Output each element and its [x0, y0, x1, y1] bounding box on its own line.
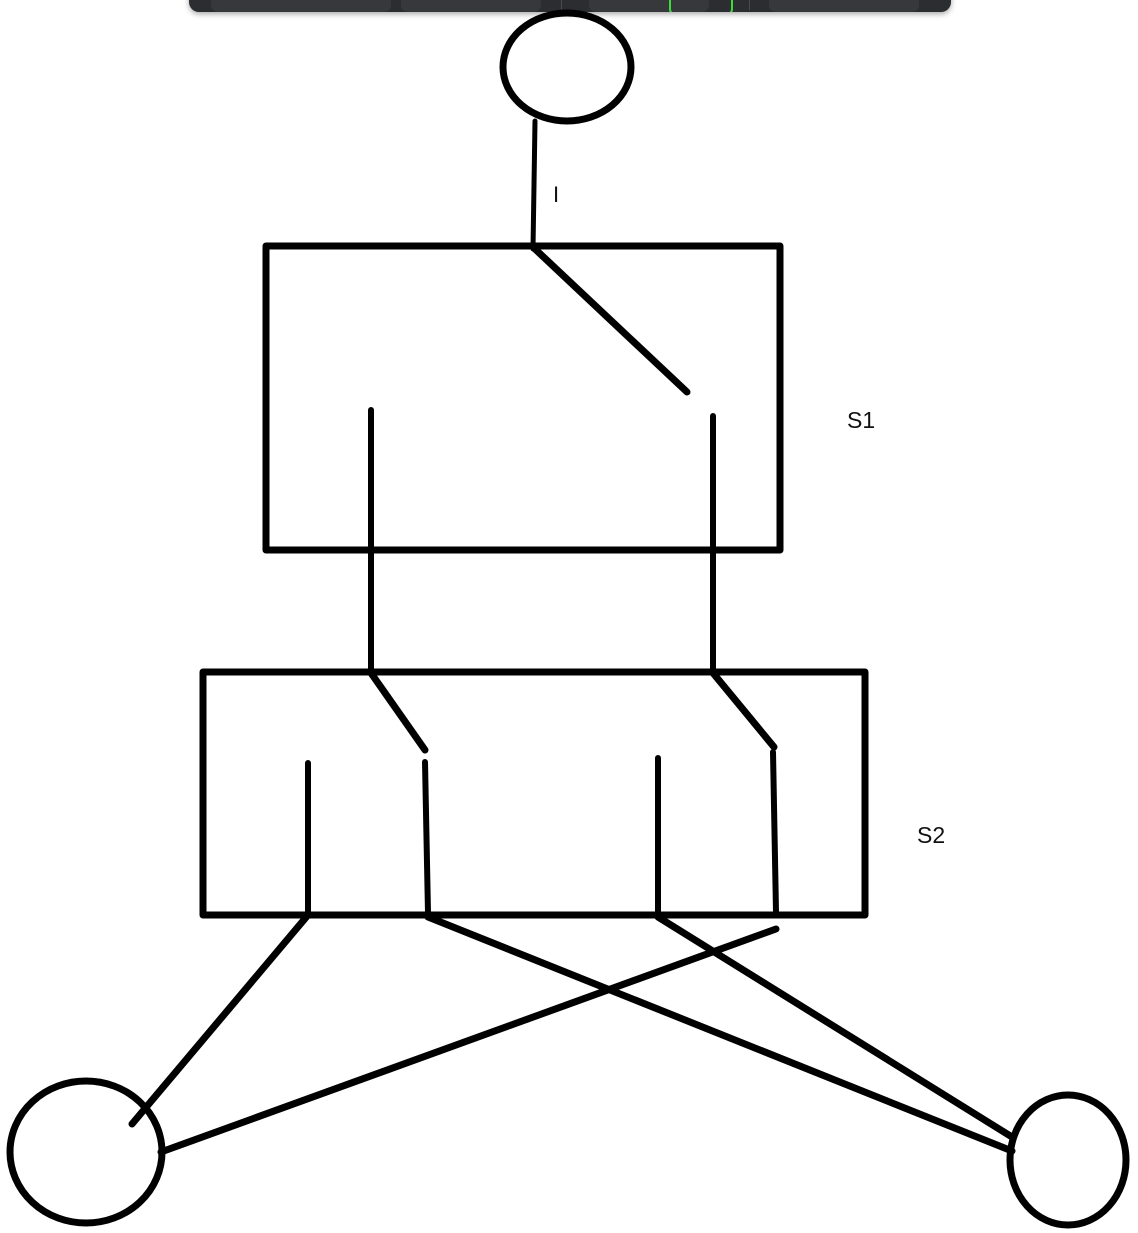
- toolbar-history-group[interactable]: [211, 0, 391, 12]
- pencil-tool-icon[interactable]: [669, 0, 733, 12]
- toolbar-divider: [561, 0, 562, 10]
- toolbar-color-group[interactable]: [769, 0, 919, 12]
- edge-s1-internal-diagonal[interactable]: [531, 245, 691, 396]
- edge-s2-port-1-to-output-left[interactable]: [128, 911, 312, 1128]
- input-node-circle[interactable]: [499, 9, 635, 125]
- toolbar-edit-group[interactable]: [589, 0, 709, 12]
- switch-s1-label: S1: [847, 407, 876, 433]
- switch-box-s2[interactable]: [199, 668, 869, 919]
- input-label: I: [553, 182, 560, 207]
- switch-s2-label: S2: [917, 822, 946, 848]
- edge-input-to-s1[interactable]: [530, 118, 538, 252]
- edge-output-left-to-s2-port-4[interactable]: [157, 925, 780, 1156]
- toolbar-divider-2: [749, 0, 750, 10]
- output-node-left-circle[interactable]: [6, 1077, 166, 1227]
- toolbar-shape-group[interactable]: [401, 0, 541, 12]
- edge-s2-port-2-stub[interactable]: [422, 759, 431, 916]
- edge-s2-right-internal-diagonal[interactable]: [709, 669, 778, 751]
- edge-s2-left-internal-diagonal[interactable]: [367, 669, 429, 754]
- switch-box-s1[interactable]: [262, 242, 784, 554]
- output-node-right-circle[interactable]: [1006, 1091, 1130, 1229]
- drawing-toolbar[interactable]: [189, 0, 951, 12]
- edge-s2-port-4-stub[interactable]: [770, 749, 779, 915]
- edge-s2-port-2-to-output-right[interactable]: [424, 913, 1016, 1155]
